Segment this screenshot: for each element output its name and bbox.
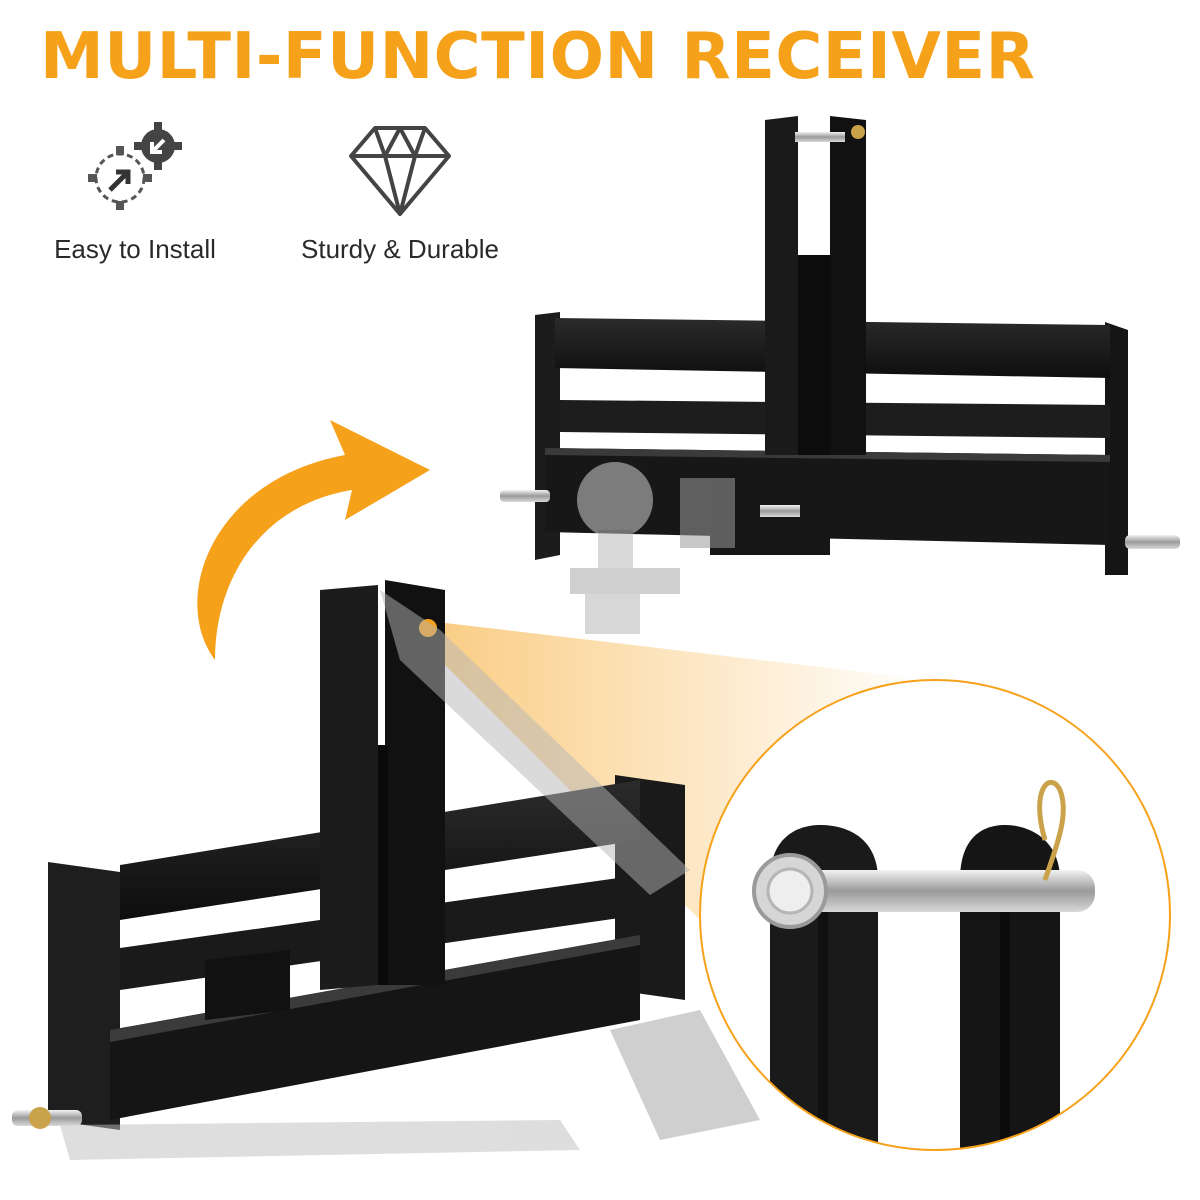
receiver-top [500,116,1180,634]
gears-install-icon [88,122,182,210]
feature-sturdy-durable: Sturdy & Durable [285,120,515,265]
feature-label: Easy to Install [54,234,216,264]
headline: MULTI-FUNCTION RECEIVER [40,20,1036,94]
orange-arrow [197,420,430,660]
feature-label: Sturdy & Durable [301,234,499,264]
receiver-bottom [12,580,760,1160]
feature-easy-install: Easy to Install [30,120,240,265]
diamond-icon [349,126,451,216]
zoom-detail [699,679,1171,1151]
